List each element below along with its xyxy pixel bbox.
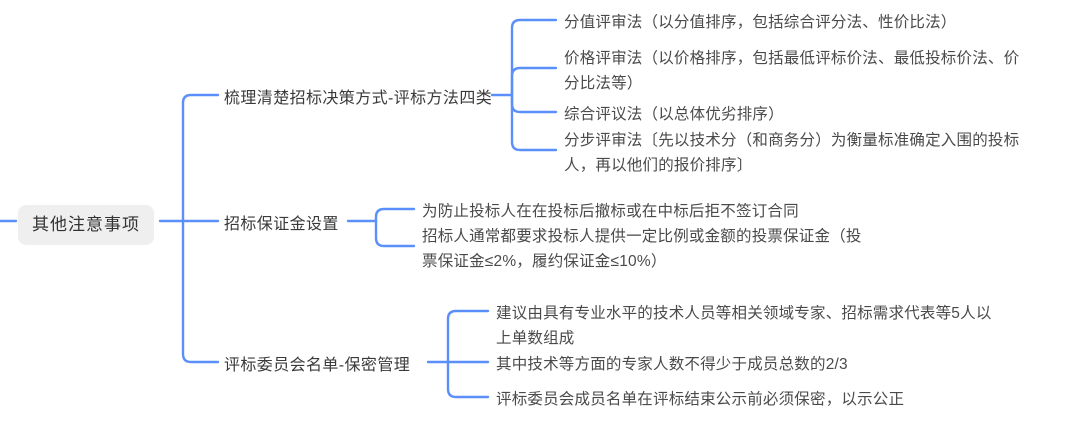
root-node[interactable]: 其他注意事项	[18, 205, 154, 245]
leaf-node-3-3[interactable]: 评标委员会成员名单在评标结束公示前必须保密，以示公正	[496, 391, 905, 408]
leaf-node-3-1[interactable]: 建议由具有专业水平的技术人员等相关领域专家、招标需求代表等5人以上单数组成	[496, 305, 992, 347]
connector-branch-2-leaf-1	[374, 207, 416, 223]
leaf-node-1-4[interactable]: 分步评审法〔先以技术分（和商务分）为衡量标准确定入围的投标人，再以他们的报价排序…	[564, 132, 1020, 174]
leaf-node-2-2[interactable]: 招标人通常都要求投标人提供一定比例或金额的投票保证金（投票保证金≤2%，履约保证…	[422, 228, 862, 270]
leaf-node-3-2[interactable]: 其中技术等方面的专家人数不得少于成员总数的2/3	[496, 356, 848, 373]
leaf-node-2-1[interactable]: 为防止投标人在在投标后撤标或在中标后拒不签订合同	[422, 203, 799, 220]
connector-branch-1-leaf-2	[510, 66, 558, 97]
leaf-node-1-2[interactable]: 价格评审法（以价格排序，包括最低评标价法、最低投标价法、价分比法等）	[564, 50, 1020, 92]
connector-branch-1-leaf-1	[510, 18, 558, 97]
branch-node-3[interactable]: 评标委员会名单-保密管理	[224, 357, 411, 374]
connector-branch-2-leaf-2	[374, 219, 416, 248]
leaf-node-1-3[interactable]: 综合评议法（以总体优劣排序）	[564, 106, 784, 123]
connector-branch-1-leaf-4	[510, 93, 558, 152]
connector-trunk-branch-3	[181, 219, 220, 364]
connector-branch-3-leaf-1	[446, 309, 490, 364]
connector-branch-3-leaf-3	[446, 360, 490, 399]
leaf-node-1-1[interactable]: 分值评审法（以分值排序，包括综合评分法、性价比法）	[564, 14, 957, 31]
connector-trunk-branch-1	[181, 93, 220, 223]
branch-node-1[interactable]: 梳理清楚招标决策方式-评标方法四类	[224, 90, 493, 107]
connector-branch-1-leaf-3	[510, 93, 558, 114]
branch-node-2[interactable]: 招标保证金设置	[224, 216, 339, 233]
